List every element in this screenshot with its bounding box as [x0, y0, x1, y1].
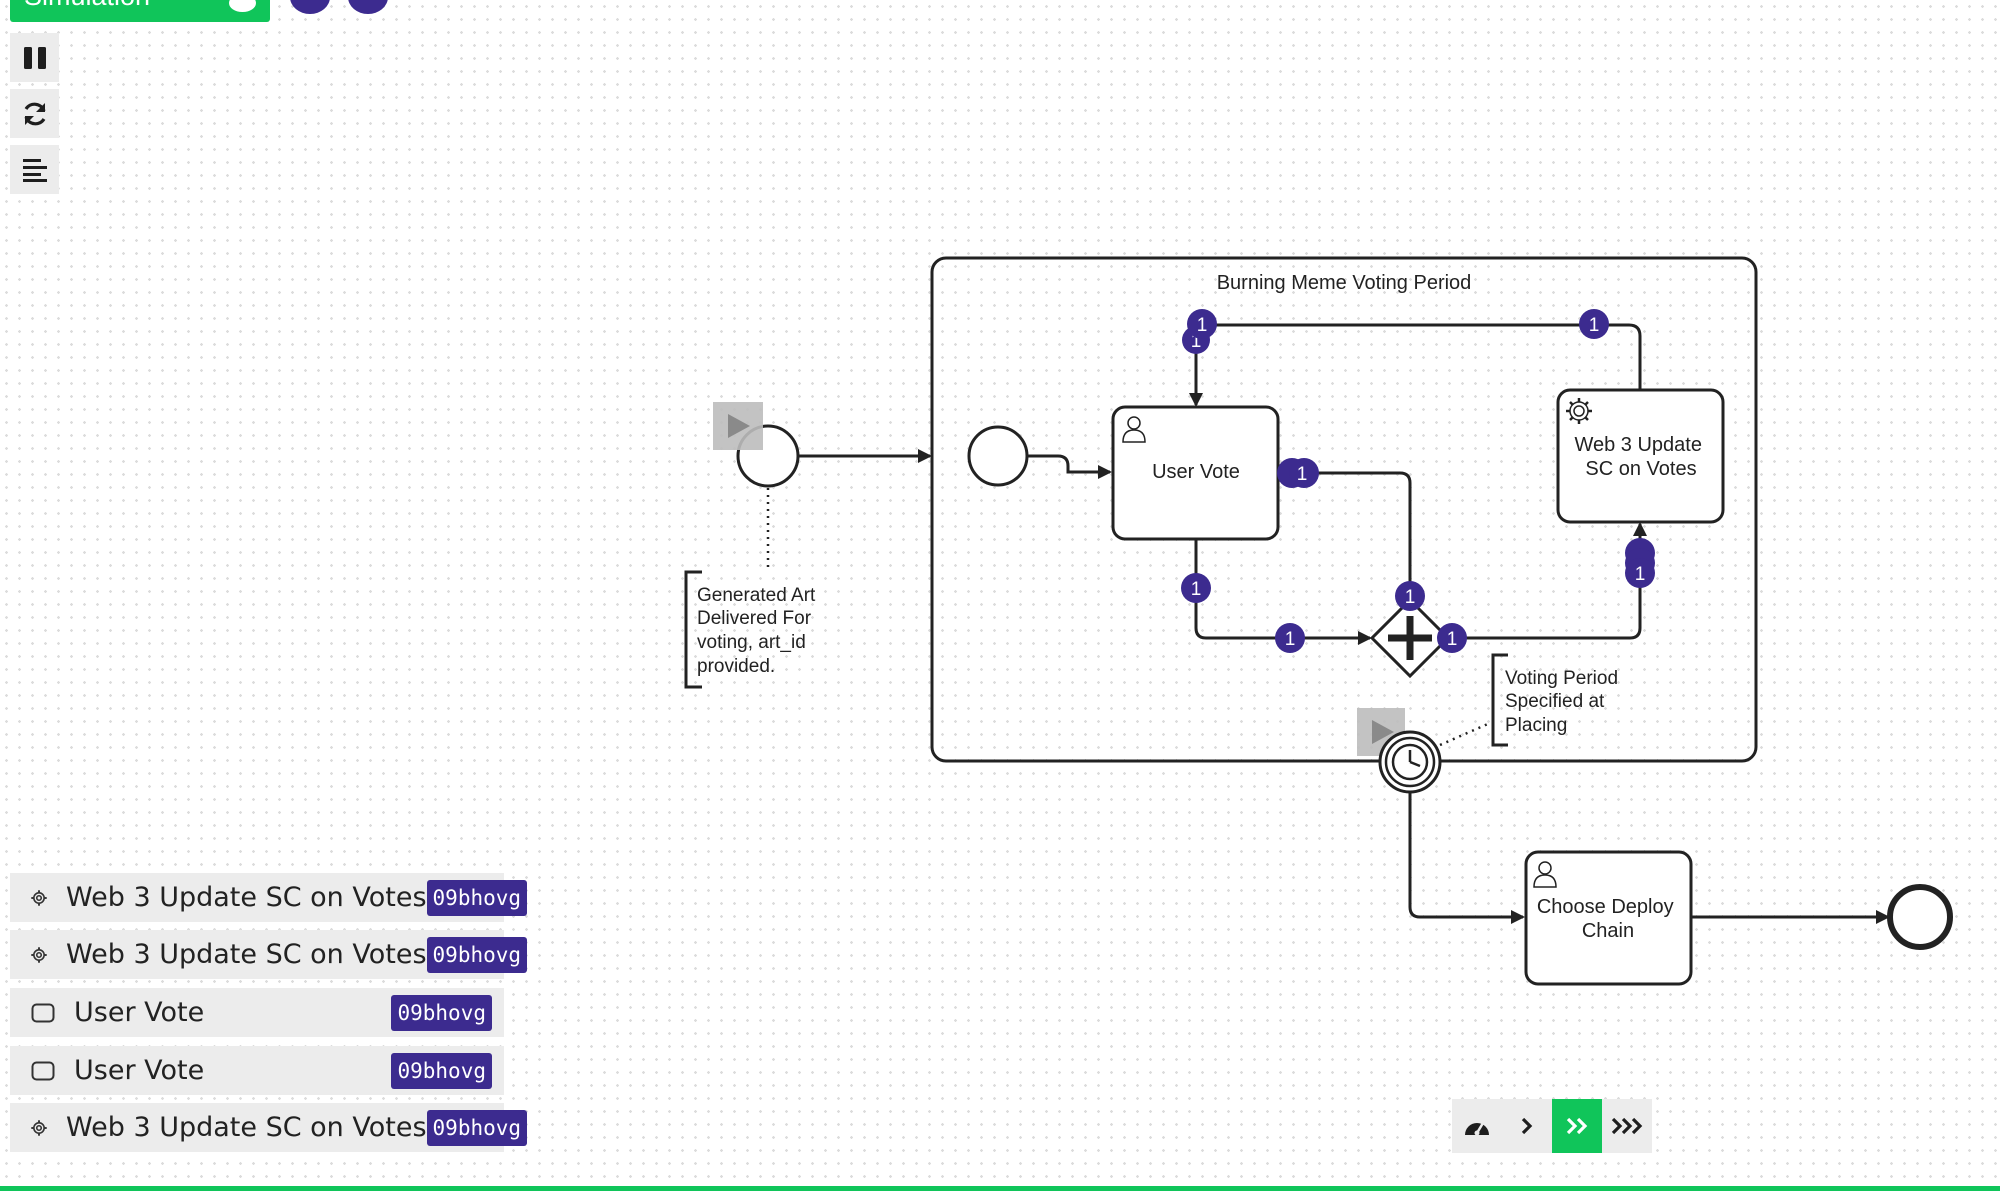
speed-slow-button[interactable]: [1502, 1099, 1552, 1153]
speed-fast-button[interactable]: [1602, 1099, 1652, 1153]
log-icon: [22, 158, 47, 182]
reset-icon: [23, 102, 46, 125]
speed-slow-icon: [1521, 1117, 1533, 1135]
speedometer-button: [1452, 1099, 1502, 1153]
task-icon: [30, 1058, 56, 1084]
reset-button[interactable]: [10, 89, 59, 138]
user-task-icon: [1122, 416, 1146, 443]
top-toolbar-button-1[interactable]: [290, 0, 330, 14]
log-entry-label: User Vote: [74, 997, 205, 1028]
log-entry-label: Web 3 Update SC on Votes: [66, 882, 427, 913]
token: [1181, 573, 1211, 603]
log-entry[interactable]: Web 3 Update SC on Votes 09bhovg: [10, 873, 528, 922]
timer-play-icon: [1372, 720, 1394, 744]
annotation-start-bracket: [684, 570, 702, 689]
svg-text:1: 1: [1191, 579, 1202, 600]
pause-icon: [23, 46, 46, 69]
svg-text:1: 1: [1285, 629, 1296, 650]
log-entry-badge: 09bhovg: [426, 1109, 528, 1146]
subprocess-title: Burning Meme Voting Period: [1217, 272, 1472, 294]
token: [1289, 458, 1319, 488]
speed-normal-button[interactable]: [1552, 1099, 1602, 1153]
task-choose-deploy-chain[interactable]: [1524, 850, 1693, 986]
speedometer-icon: [1465, 1122, 1489, 1136]
token-simulation-toggle[interactable]: Token Simulation: [10, 0, 270, 22]
svg-text:1: 1: [1405, 587, 1416, 608]
pause-button[interactable]: [10, 33, 59, 82]
token-group: 1 1 1 1 1 1 1 1 1: [1181, 309, 1655, 653]
svg-text:1: 1: [1191, 331, 1202, 352]
token: [1275, 623, 1305, 653]
svg-text:1: 1: [1589, 315, 1600, 336]
annotation-timer-bracket: [1491, 653, 1508, 747]
speed-control-bar: [1452, 1099, 1652, 1153]
flow-vote-to-gateway-right: [1278, 471, 1417, 600]
log-entry-badge: 09bhovg: [426, 936, 528, 973]
flow-inner-start-to-vote: [1027, 454, 1112, 479]
annotation-timer-text: Voting Period Specified at Placing: [1505, 668, 1623, 736]
svg-text:1: 1: [1297, 464, 1308, 485]
log-entry-label: Web 3 Update SC on Votes: [66, 1112, 427, 1143]
log-entry-badge: 09bhovg: [426, 879, 528, 916]
log-entry[interactable]: Web 3 Update SC on Votes 09bhovg: [10, 1103, 528, 1152]
annotation-start-text: Generated Art Delivered For voting, art_…: [697, 585, 821, 677]
speed-normal-icon: [1566, 1117, 1588, 1135]
log-entry-badge: 09bhovg: [391, 1052, 492, 1089]
task-web3-update-label: Web 3 Update SC on Votes: [1574, 434, 1707, 480]
log-entry-label: User Vote: [74, 1055, 205, 1086]
gear-icon: [30, 942, 48, 968]
flow-timer-to-choose: [1408, 792, 1525, 924]
log-entry-badge: 09bhovg: [391, 994, 492, 1031]
svg-text:1: 1: [1197, 315, 1208, 336]
subprocess-voting-period[interactable]: [930, 256, 1758, 763]
toggle-label: Token Simulation: [24, 0, 219, 12]
gear-icon: [30, 1115, 48, 1141]
start-play-icon: [728, 414, 750, 438]
token: [1437, 623, 1467, 653]
log-button[interactable]: [10, 145, 59, 194]
end-event[interactable]: [1887, 884, 1953, 950]
flow-gateway-to-web3: [1448, 522, 1647, 640]
token: [1395, 581, 1425, 611]
flow-vote-to-gateway-bottom: [1194, 539, 1372, 645]
service-task-icon: [1566, 398, 1592, 424]
task-icon: [30, 1000, 56, 1026]
svg-text:1: 1: [1635, 564, 1646, 585]
simulation-active-bar: [0, 1186, 2000, 1191]
top-toolbar-button-2[interactable]: [348, 0, 388, 14]
svg-text:1: 1: [1447, 629, 1458, 650]
task-user-vote-label: User Vote: [1152, 461, 1240, 483]
speed-fast-icon: [1611, 1117, 1643, 1135]
log-entry[interactable]: User Vote 09bhovg: [10, 988, 504, 1037]
flow-web3-to-vote: [1189, 323, 1642, 407]
log-entry-label: Web 3 Update SC on Votes: [66, 939, 427, 970]
gear-icon: [30, 885, 48, 911]
task-choose-deploy-label: Choose Deploy Chain: [1537, 896, 1679, 942]
token: [1187, 309, 1217, 339]
eye-icon: [229, 0, 256, 12]
log-entry[interactable]: Web 3 Update SC on Votes 09bhovg: [10, 930, 528, 979]
token: [1579, 309, 1609, 339]
task-web3-update[interactable]: [1556, 388, 1725, 524]
token: [1625, 558, 1655, 588]
user-task-icon: [1533, 861, 1557, 888]
inner-start-event[interactable]: [967, 425, 1029, 487]
association-timer: [1439, 721, 1491, 747]
log-entry[interactable]: User Vote 09bhovg: [10, 1046, 504, 1095]
